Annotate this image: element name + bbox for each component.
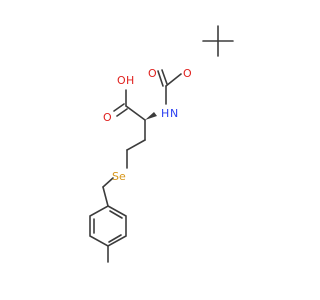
amine-hydrogen-label: H (161, 107, 169, 120)
bond-carboxyl-double-a (113, 103, 125, 112)
boc-carbonyl-oxygen-label: O (148, 67, 157, 80)
structure-canvas: O H O O O H N Se (89, 25, 234, 263)
bond-chain-beta-gamma (126, 139, 146, 151)
bond-carboxyl-double-b (116, 108, 128, 117)
bond-boc-carbonyl-double-b (161, 69, 168, 85)
hydroxyl-oxygen-label: O (117, 74, 126, 87)
bond-se-ch2 (102, 177, 114, 188)
amine-nitrogen-label: N (170, 107, 178, 120)
ring-double-bond-2 (108, 234, 122, 243)
selenium-label: Se (112, 170, 126, 183)
bond-ester-o-carbonyl (165, 73, 182, 87)
bond-boc-carbonyl-double-a (157, 70, 164, 87)
molecule-structure: O H O O O H N Se (89, 25, 234, 263)
hydroxyl-hydrogen-label: H (126, 74, 134, 87)
ester-oxygen-label: O (183, 67, 192, 80)
carboxyl-oxygen-label: O (103, 111, 112, 124)
bond-ch2-ring (102, 186, 109, 207)
benzene-ring (89, 205, 127, 247)
ring-double-bond-1 (109, 210, 123, 219)
bond-alpha-carboxyl (125, 105, 146, 121)
wedge-bond-alpha-nitrogen (145, 112, 157, 120)
